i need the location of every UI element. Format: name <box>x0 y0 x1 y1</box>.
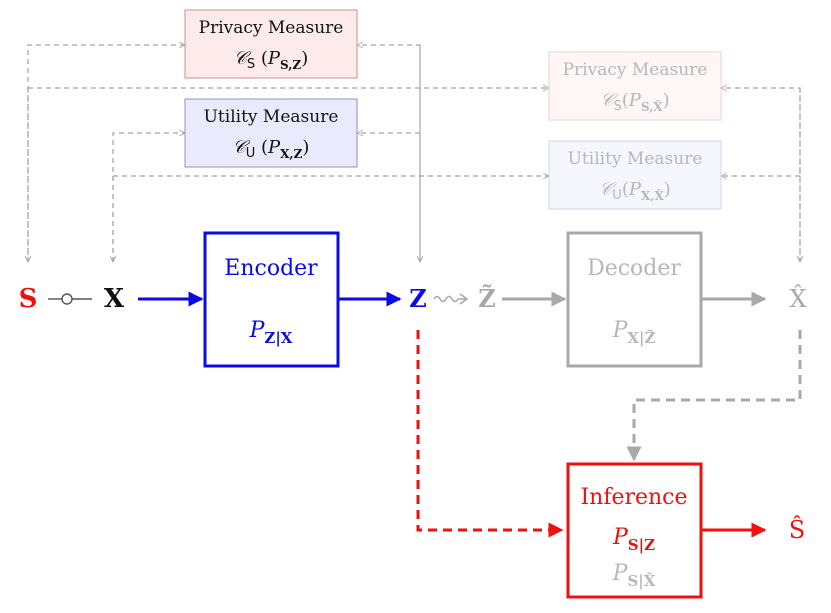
x-to-utility-z-link <box>112 133 185 262</box>
z-to-inference-dashed-arrow <box>416 330 564 538</box>
s-to-privacy-z-link <box>27 45 185 262</box>
measure-box-utility-z: Utility Measure 𝒞U (PX,Z) <box>184 98 358 168</box>
utility-xhat-formula: 𝒞U(PX,X̂) <box>599 179 671 203</box>
measure-box-utility-xhat: Utility Measure 𝒞U(PX,X̂) <box>548 140 722 210</box>
measure-box-privacy-z: Privacy Measure 𝒞S (PS,Z) <box>184 9 358 79</box>
z-to-privacy-z-link <box>357 45 421 262</box>
node-s: S <box>19 284 38 314</box>
xhat-to-privacy-xhat-link <box>721 88 801 262</box>
inference-title: Inference <box>580 485 687 510</box>
privacy-z-title: Privacy Measure <box>199 18 344 38</box>
node-x-hat: X̂ <box>789 285 806 313</box>
node-s-hat: Ŝ <box>789 515 805 544</box>
privacy-z-formula: 𝒞S (PS,Z) <box>234 48 308 72</box>
node-z: Z <box>409 284 427 313</box>
inference-block: Inference PS|Z PS|X̂ <box>566 462 703 599</box>
encoder-title: Encoder <box>224 256 318 281</box>
privacy-xhat-title: Privacy Measure <box>563 60 708 80</box>
decoder-block: Decoder PX|Z̃ <box>566 231 703 368</box>
utility-z-formula: 𝒞U (PX,Z) <box>233 137 310 161</box>
utility-z-title: Utility Measure <box>204 107 339 127</box>
measure-box-privacy-xhat: Privacy Measure 𝒞S(PS,X̂) <box>548 51 722 121</box>
decoder-title: Decoder <box>587 256 681 281</box>
utility-xhat-title: Utility Measure <box>568 149 703 169</box>
encoder-block: Encoder PZ|X <box>203 231 340 368</box>
dashed-connectors <box>28 45 800 262</box>
xhat-to-inference-dashed-arrow <box>626 330 802 462</box>
node-x: X <box>104 284 125 314</box>
node-z-tilde: Z̃ <box>478 284 496 313</box>
markov-link-s-x <box>48 293 92 305</box>
channel-squiggle-arrow <box>433 293 469 305</box>
